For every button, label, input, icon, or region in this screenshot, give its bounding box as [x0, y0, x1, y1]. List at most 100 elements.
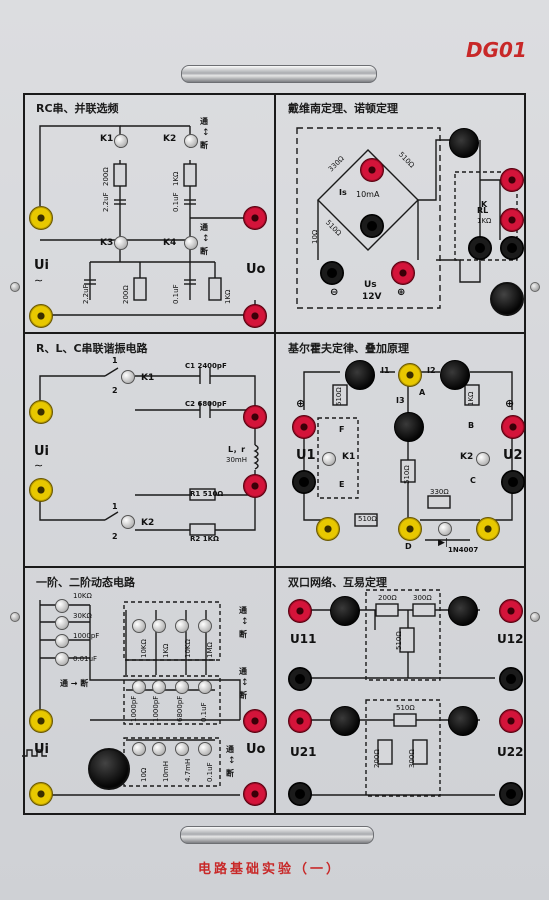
dynamic-input-jack-bottom[interactable] [29, 782, 53, 806]
kirchhoff-u1-minus-jack[interactable] [292, 470, 316, 494]
plus-icon: ⊕ [296, 397, 306, 410]
kirchhoff-jack-c[interactable] [476, 517, 500, 541]
kirchhoff-jack-i2[interactable] [440, 360, 470, 390]
dynamic-output-jack-bottom[interactable] [243, 782, 267, 806]
kirchhoff-node-d: D [405, 542, 412, 551]
dynamic-potentiometer-knob[interactable] [88, 748, 130, 790]
rlc-input-jack-top[interactable] [29, 400, 53, 424]
rlc-l-label: L，r [228, 445, 246, 454]
dynamic-row1-switch[interactable] [152, 619, 166, 633]
thevenin-voltage-label: 12V [362, 292, 382, 302]
dynamic-row3-switch[interactable] [198, 742, 212, 756]
dynamic-row2-switch[interactable] [198, 680, 212, 694]
twoport-u22-jack-black[interactable] [499, 782, 523, 806]
kirchhoff-jack-e[interactable] [316, 517, 340, 541]
rc-switch-k2[interactable] [184, 134, 198, 148]
dynamic-row2-switch[interactable] [132, 680, 146, 694]
plus-icon: ⊕ [505, 397, 515, 410]
kirchhoff-jack-i1[interactable] [345, 360, 375, 390]
bottom-handle[interactable] [180, 826, 374, 844]
kirchhoff-jack-i3[interactable] [394, 412, 424, 442]
kirchhoff-k1-label: K1 [342, 452, 356, 462]
rlc-jack-c[interactable] [243, 405, 267, 429]
model-label: DG01 [466, 38, 527, 62]
dynamic-switch[interactable] [55, 634, 69, 648]
twoport-jack-black[interactable] [330, 706, 360, 736]
rlc-input-jack-bottom[interactable] [29, 478, 53, 502]
dynamic-row2-switch[interactable] [152, 680, 166, 694]
rlc-jack-r[interactable] [243, 474, 267, 498]
dynamic-output-jack-top[interactable] [243, 709, 267, 733]
rlc-position-label: 2 [112, 532, 118, 541]
dynamic-row1-switch[interactable] [175, 619, 189, 633]
dynamic-row3-switch[interactable] [152, 742, 166, 756]
rc-output-jack-top[interactable] [243, 206, 267, 230]
rc-input-jack-top[interactable] [29, 206, 53, 230]
rlc-switch-k1[interactable] [121, 370, 135, 384]
dynamic-off-label: 断 [226, 769, 234, 778]
thevenin-resistor-label: 10Ω [311, 229, 319, 244]
twoport-u22-jack-red[interactable] [499, 709, 523, 733]
twoport-jack-black[interactable] [330, 596, 360, 626]
dynamic-switch[interactable] [55, 599, 69, 613]
rc-switch-k3[interactable] [114, 236, 128, 250]
dynamic-output-label: Uo [246, 742, 266, 757]
kirchhoff-u2-plus-jack[interactable] [501, 415, 525, 439]
kirchhoff-jack-a[interactable] [398, 363, 422, 387]
kirchhoff-switch-k2[interactable] [476, 452, 490, 466]
twoport-u21-jack-red[interactable] [288, 709, 312, 733]
dynamic-on-label: 通 [239, 606, 247, 615]
dynamic-switch[interactable] [55, 616, 69, 630]
thevenin-load-jack-mid[interactable] [500, 208, 524, 232]
twoport-u12-jack-black[interactable] [499, 667, 523, 691]
twoport-jack-black[interactable] [448, 706, 478, 736]
dynamic-row3-switch[interactable] [175, 742, 189, 756]
thevenin-jack-black-top[interactable] [449, 128, 479, 158]
thevenin-potentiometer-knob[interactable] [490, 282, 524, 316]
twoport-u11-jack-red[interactable] [288, 599, 312, 623]
kirchhoff-node-c: C [470, 476, 476, 485]
dynamic-part-label: 30KΩ [73, 612, 92, 620]
kirchhoff-diode-switch[interactable] [438, 522, 452, 536]
thevenin-jack-minus[interactable] [320, 261, 344, 285]
kirchhoff-i1-label: I1 [381, 366, 390, 375]
up-down-arrow-icon: ↕ [202, 128, 210, 138]
thevenin-switch-label: K [481, 200, 488, 209]
twoport-u11-jack-black[interactable] [288, 667, 312, 691]
twoport-jack-black[interactable] [448, 596, 478, 626]
dynamic-input-jack-top[interactable] [29, 709, 53, 733]
twoport-resistor-label: 510Ω [396, 704, 415, 712]
thevenin-jack-black-mid[interactable] [360, 214, 384, 238]
thevenin-jack-plus[interactable] [391, 261, 415, 285]
twoport-u12-jack-red[interactable] [499, 599, 523, 623]
rc-output-jack-bottom[interactable] [243, 304, 267, 328]
rc-part-label: 200Ω [122, 285, 130, 304]
dynamic-row1-switch[interactable] [198, 619, 212, 633]
dynamic-row1-switch[interactable] [132, 619, 146, 633]
thevenin-load-jack-top[interactable] [500, 168, 524, 192]
kirchhoff-u2-label: U2 [503, 448, 523, 463]
rlc-switch-k2[interactable] [121, 515, 135, 529]
rc-on-label: 通 [200, 223, 208, 232]
kirchhoff-u1-plus-jack[interactable] [292, 415, 316, 439]
sine-wave-icon: ∼ [34, 274, 44, 287]
dynamic-row3-switch[interactable] [132, 742, 146, 756]
thevenin-jack-red-top[interactable] [360, 158, 384, 182]
dynamic-switch[interactable] [55, 652, 69, 666]
kirchhoff-jack-d[interactable] [398, 517, 422, 541]
rlc-section-title: R、L、C串联谐振电路 [36, 342, 148, 355]
kirchhoff-u2-minus-jack[interactable] [501, 470, 525, 494]
thevenin-switch-jack[interactable] [468, 236, 492, 260]
rc-switch-k4[interactable] [184, 236, 198, 250]
dynamic-row2-switch[interactable] [175, 680, 189, 694]
rc-switch-k1[interactable] [114, 134, 128, 148]
dynamic-left-arrow-label: 通 → 断 [60, 679, 89, 688]
rc-input-jack-bottom[interactable] [29, 304, 53, 328]
twoport-u11-label: U11 [290, 632, 317, 646]
kirchhoff-switch-k1[interactable] [322, 452, 336, 466]
kirchhoff-resistor-label: 510Ω [403, 465, 411, 484]
twoport-u21-jack-black[interactable] [288, 782, 312, 806]
thevenin-load-jack-black[interactable] [500, 236, 524, 260]
rlc-r2-label: R2 1KΩ [190, 535, 219, 543]
top-handle[interactable] [181, 65, 377, 83]
